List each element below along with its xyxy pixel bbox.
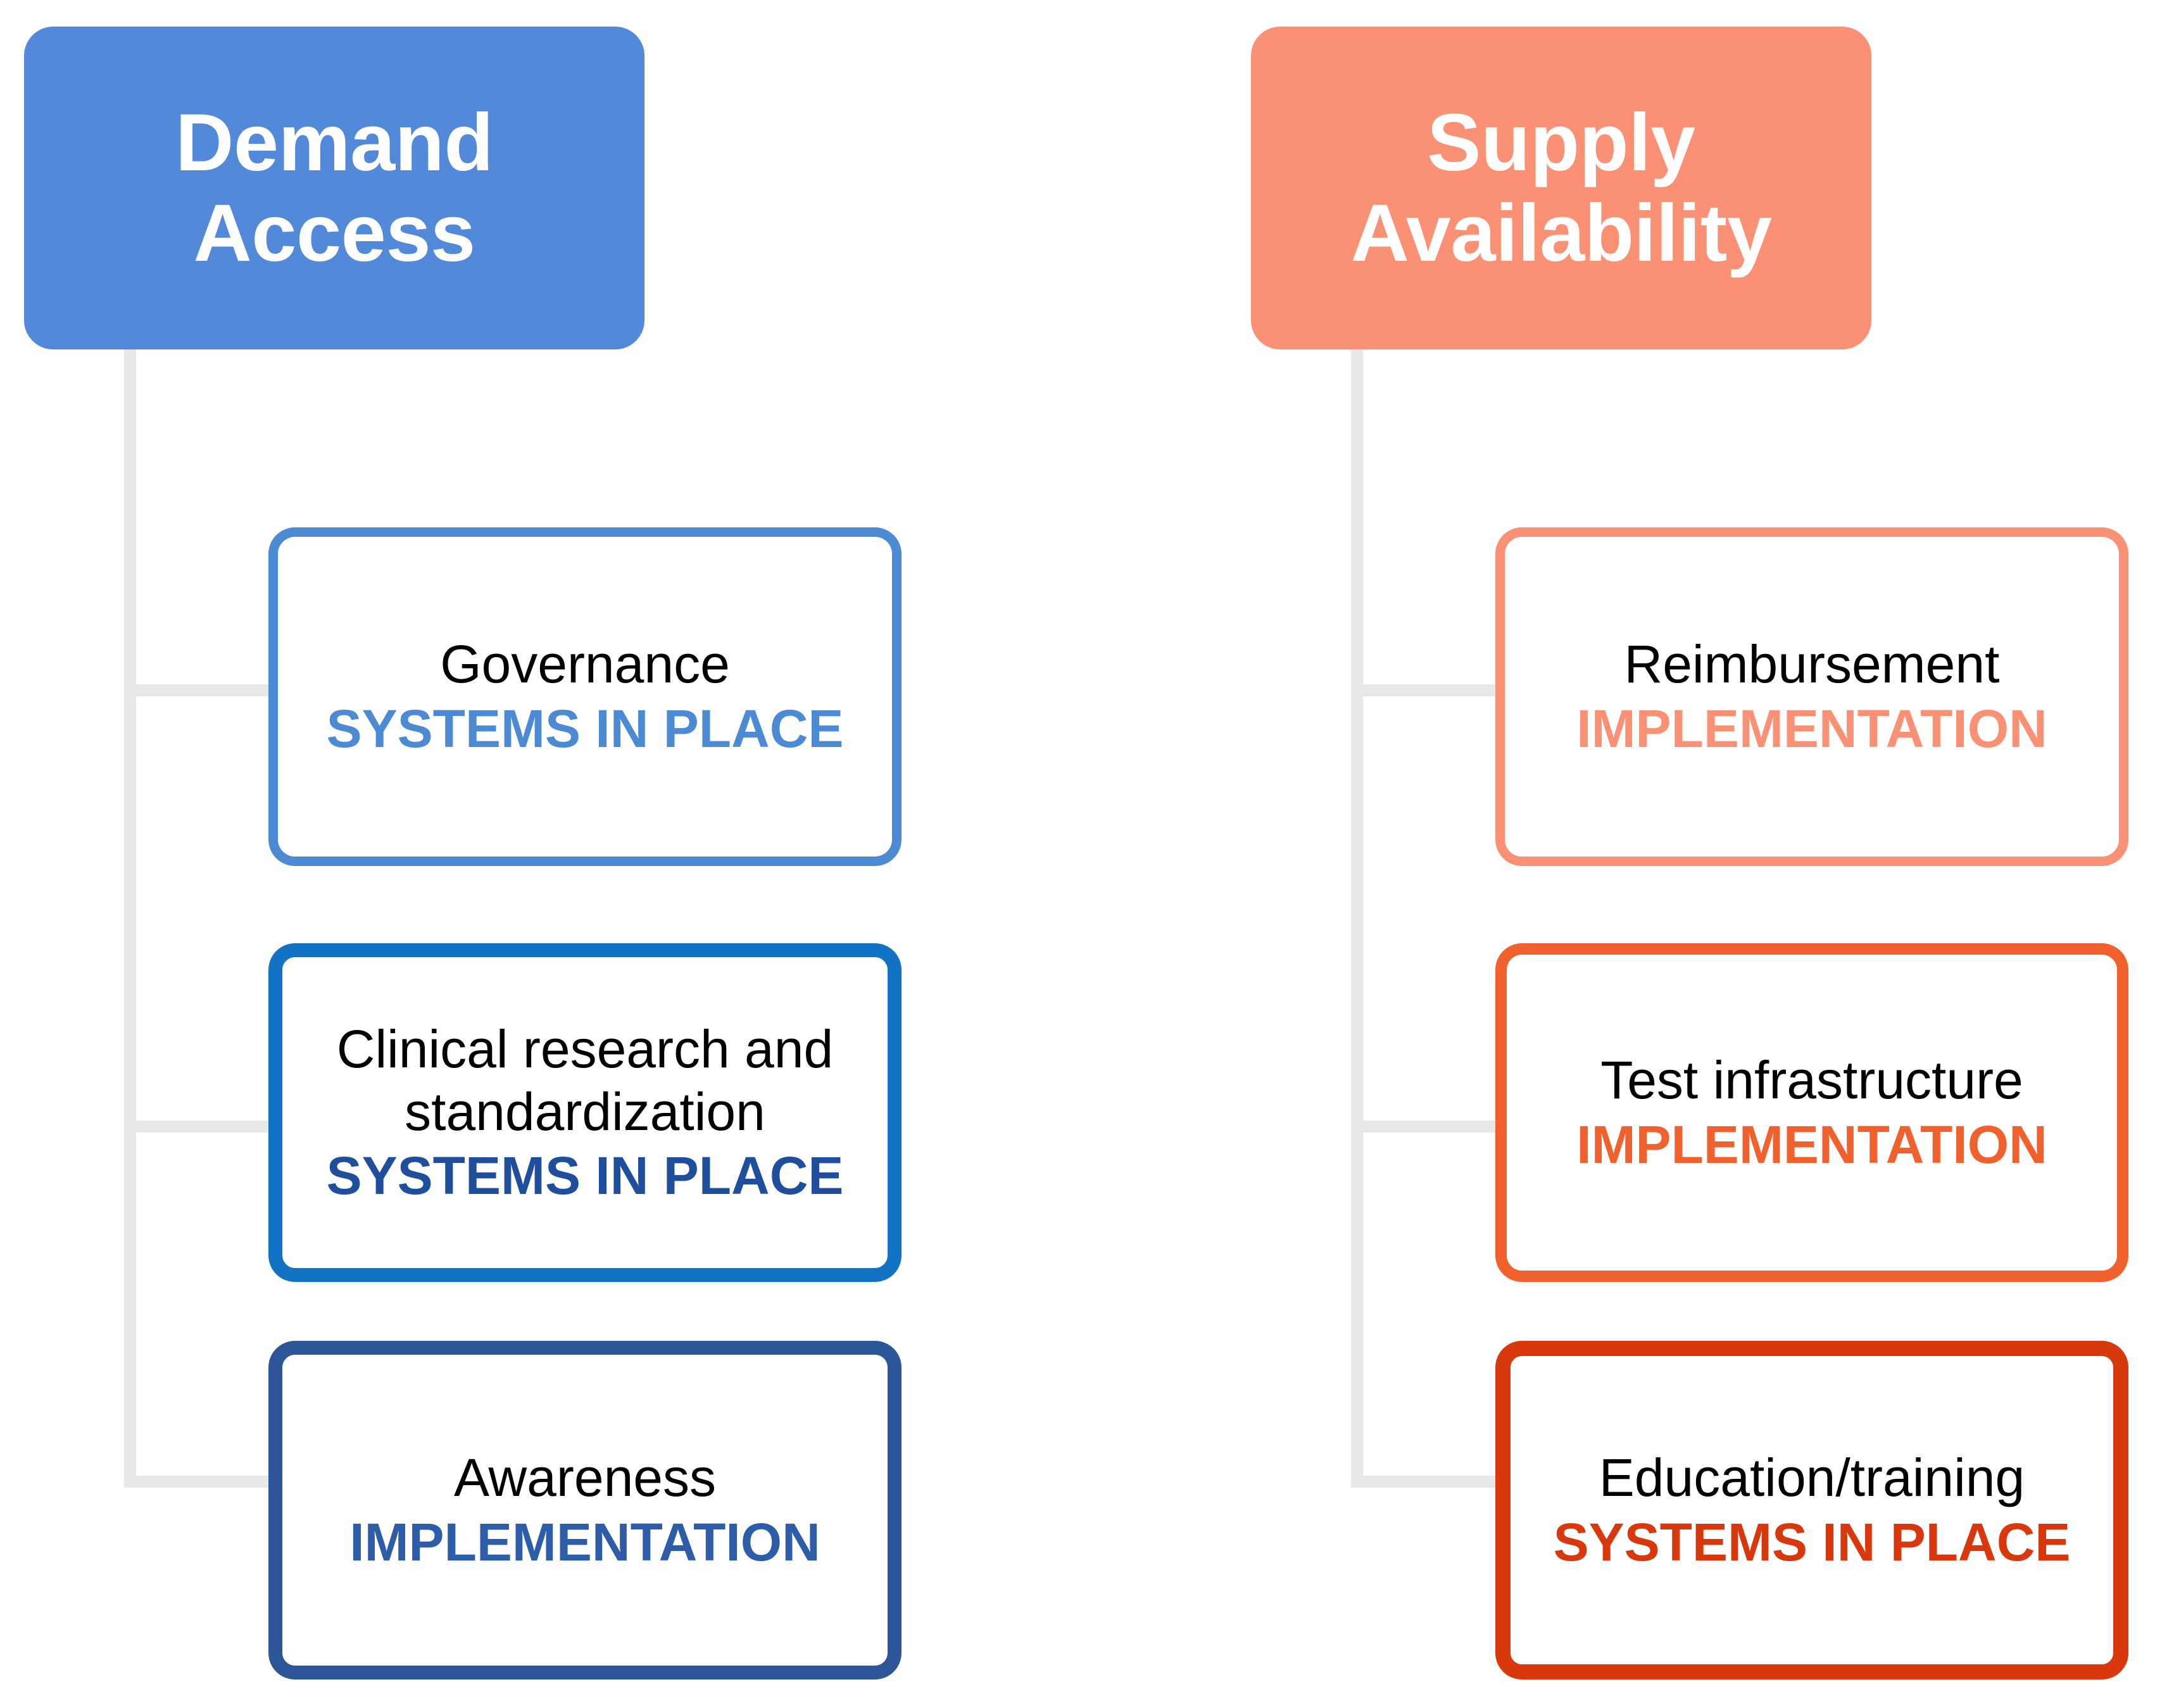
- node-title-awareness: Awareness: [453, 1448, 716, 1508]
- node-status-test-infrastructure: IMPLEMENTATION: [1576, 1114, 2047, 1174]
- node-status-governance: SYSTEMS IN PLACE: [326, 698, 844, 758]
- connector-branch-right-1: [1351, 684, 1502, 696]
- node-clinical-research-and-standardization[interactable]: Clinical research and standardization SY…: [268, 943, 902, 1282]
- column-demand-access: Demand Access Governance SYSTEMS IN PLAC…: [0, 0, 1051, 1708]
- node-reimbursement[interactable]: Reimbursement IMPLEMENTATION: [1495, 527, 2128, 866]
- node-title-reimbursement: Reimbursement: [1624, 634, 2000, 694]
- column-supply-availability: Supply Availability Reimbursement IMPLEM…: [1227, 0, 2174, 1708]
- node-test-infrastructure[interactable]: Test infrastructure IMPLEMENTATION: [1495, 943, 2128, 1282]
- node-governance[interactable]: Governance SYSTEMS IN PLACE: [268, 527, 902, 866]
- node-title-governance: Governance: [440, 634, 730, 694]
- header-title-demand-access: Demand Access: [175, 97, 494, 279]
- node-title-education-training: Education/training: [1599, 1448, 2025, 1508]
- header-box-demand-access[interactable]: Demand Access: [24, 27, 644, 349]
- connector-branch-left-1: [124, 684, 275, 696]
- node-title-test-infrastructure: Test infrastructure: [1600, 1050, 2023, 1110]
- node-status-clinical-research-and-standardization: SYSTEMS IN PLACE: [326, 1146, 844, 1206]
- header-title-supply-availability: Supply Availability: [1350, 97, 1772, 279]
- connector-branch-left-3: [124, 1476, 275, 1488]
- connector-trunk-left: [124, 347, 136, 1488]
- node-title-clinical-research-and-standardization: Clinical research and standardization: [336, 1019, 834, 1141]
- connector-branch-left-2: [124, 1121, 275, 1133]
- header-box-supply-availability[interactable]: Supply Availability: [1251, 27, 1871, 349]
- connector-branch-right-2: [1351, 1121, 1502, 1133]
- node-status-reimbursement: IMPLEMENTATION: [1576, 698, 2047, 758]
- node-awareness[interactable]: Awareness IMPLEMENTATION: [268, 1341, 902, 1680]
- node-education-training[interactable]: Education/training SYSTEMS IN PLACE: [1495, 1341, 2128, 1680]
- node-status-awareness: IMPLEMENTATION: [349, 1512, 820, 1572]
- connector-trunk-right: [1351, 347, 1363, 1488]
- node-status-education-training: SYSTEMS IN PLACE: [1553, 1512, 2071, 1572]
- connector-branch-right-3: [1351, 1476, 1502, 1488]
